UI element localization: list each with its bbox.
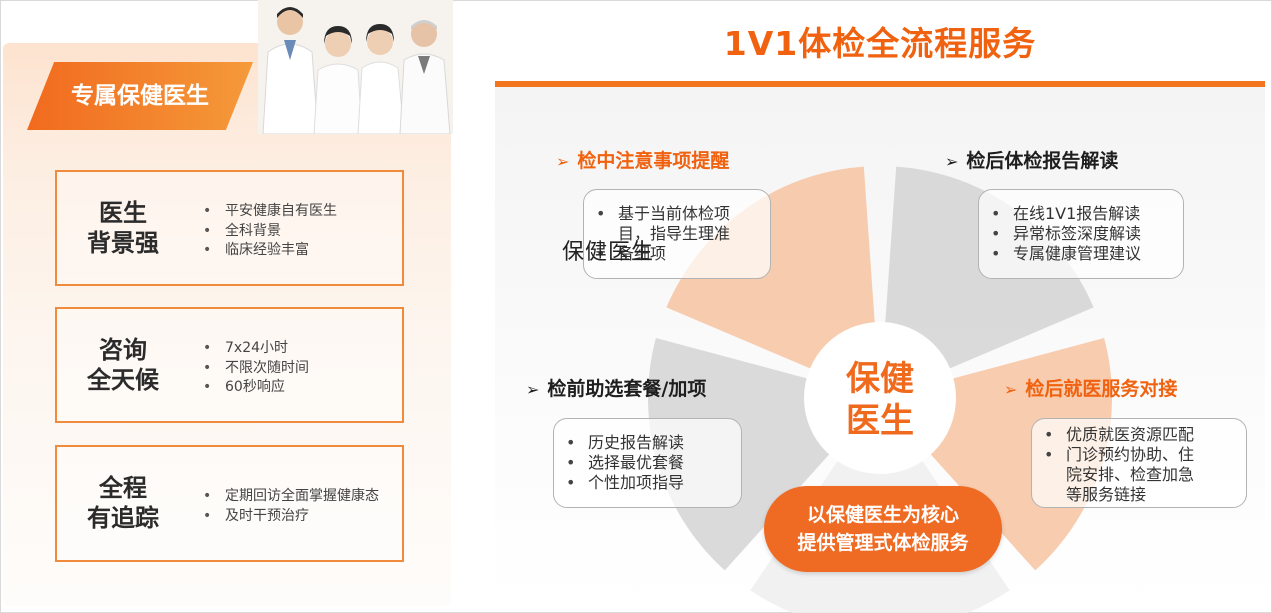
arrow-bullet-icon: ➢ bbox=[945, 152, 959, 171]
feature-card-consult: 咨询 全天候 7x24小时 不限次随时间 60秒响应 bbox=[55, 307, 404, 423]
feature-point: 临床经验丰富 bbox=[203, 241, 337, 261]
service-point: 等服务链接 bbox=[1066, 485, 1147, 504]
core-line-1: 以保健医生为核心 bbox=[806, 504, 959, 526]
service-box-medical: 优质就医资源匹配 门诊预约协助、住 院安排、检查加急 等服务链接 bbox=[1031, 418, 1247, 508]
title-underline bbox=[495, 81, 1265, 87]
feature-point: 定期回访全面掌握健康态 bbox=[203, 487, 379, 507]
service-point: 历史报告解读 bbox=[554, 433, 684, 453]
feature-point: 全科背景 bbox=[203, 222, 337, 242]
service-point: 个性加项指导 bbox=[554, 473, 684, 493]
service-heading-before: ➢检前助选套餐/加项 bbox=[526, 378, 707, 400]
service-point: 在线1V1报告解读 bbox=[979, 204, 1141, 224]
wheel-center-label: 保健 医生 bbox=[846, 359, 914, 441]
wheel-center-circle bbox=[804, 322, 956, 474]
feature-point: 60秒响应 bbox=[203, 378, 309, 398]
service-point: 选择最优套餐 bbox=[554, 453, 684, 473]
feature-card-background: 医生 背景强 平安健康自有医生 全科背景 临床经验丰富 bbox=[55, 170, 404, 286]
service-points: 在线1V1报告解读 异常标签深度解读 专属健康管理建议 bbox=[979, 204, 1141, 264]
core-service-pill: 以保健医生为核心 提供管理式体检服务 bbox=[764, 486, 1002, 572]
feature-points: 平安健康自有医生 全科背景 临床经验丰富 bbox=[203, 202, 337, 261]
feature-points: 定期回访全面掌握健康态 及时干预治疗 bbox=[203, 487, 379, 526]
service-heading-report: ➢检后体检报告解读 bbox=[945, 150, 1119, 172]
feature-point: 及时干预治疗 bbox=[203, 507, 379, 527]
arrow-bullet-icon: ➢ bbox=[526, 380, 540, 399]
service-point: 基于当前体检项 bbox=[584, 204, 730, 224]
service-points: 历史报告解读 选择最优套餐 个性加项指导 bbox=[554, 433, 684, 493]
service-point: 专属健康管理建议 bbox=[979, 244, 1141, 264]
feature-point: 7x24小时 bbox=[203, 339, 309, 359]
service-box-report: 在线1V1报告解读 异常标签深度解读 专属健康管理建议 bbox=[978, 189, 1184, 279]
feature-title: 医生 背景强 bbox=[87, 199, 159, 257]
doctors-photo bbox=[258, 0, 453, 134]
feature-title: 咨询 全天候 bbox=[87, 336, 159, 394]
core-line-2: 提供管理式体检服务 bbox=[797, 532, 969, 554]
feature-point: 不限次随时间 bbox=[203, 359, 309, 379]
service-heading-during: ➢检中注意事项提醒 bbox=[556, 150, 730, 172]
service-box-before: 历史报告解读 选择最优套餐 个性加项指导 bbox=[553, 418, 742, 508]
service-point: 院安排、检查加急 bbox=[1066, 465, 1195, 484]
service-point: 门诊预约协助、住 bbox=[1032, 445, 1194, 465]
banner-title: 专属保健医生 bbox=[71, 83, 209, 109]
feature-card-tracking: 全程 有追踪 定期回访全面掌握健康态 及时干预治疗 bbox=[55, 445, 404, 562]
service-point: 目，指导生理准 bbox=[618, 224, 731, 243]
feature-title: 全程 有追踪 bbox=[87, 474, 159, 532]
service-point: 异常标签深度解读 bbox=[979, 224, 1141, 244]
main-title: 1V1体检全流程服务 bbox=[723, 24, 1037, 63]
service-point: 优质就医资源匹配 bbox=[1032, 425, 1194, 445]
feature-points: 7x24小时 不限次随时间 60秒响应 bbox=[203, 339, 309, 398]
feature-point: 平安健康自有医生 bbox=[203, 202, 337, 222]
wheel-segment-top-left bbox=[666, 166, 880, 398]
service-points: 优质就医资源匹配 门诊预约协助、住 院安排、检查加急 等服务链接 bbox=[1032, 425, 1194, 505]
banner-shape bbox=[27, 62, 253, 130]
arrow-bullet-icon: ➢ bbox=[556, 152, 570, 171]
service-point: 备细项 bbox=[584, 244, 730, 264]
arrow-bullet-icon: ➢ bbox=[1004, 380, 1018, 399]
service-heading-medical: ➢检后就医服务对接 bbox=[1004, 378, 1178, 400]
service-points: 基于当前体检项 目，指导生理准 备细项 bbox=[584, 204, 730, 264]
wheel-segment-top-right bbox=[880, 166, 1094, 398]
service-box-during: 基于当前体检项 目，指导生理准 备细项 bbox=[583, 189, 771, 279]
overlay-label: 保健医生 bbox=[562, 240, 655, 265]
